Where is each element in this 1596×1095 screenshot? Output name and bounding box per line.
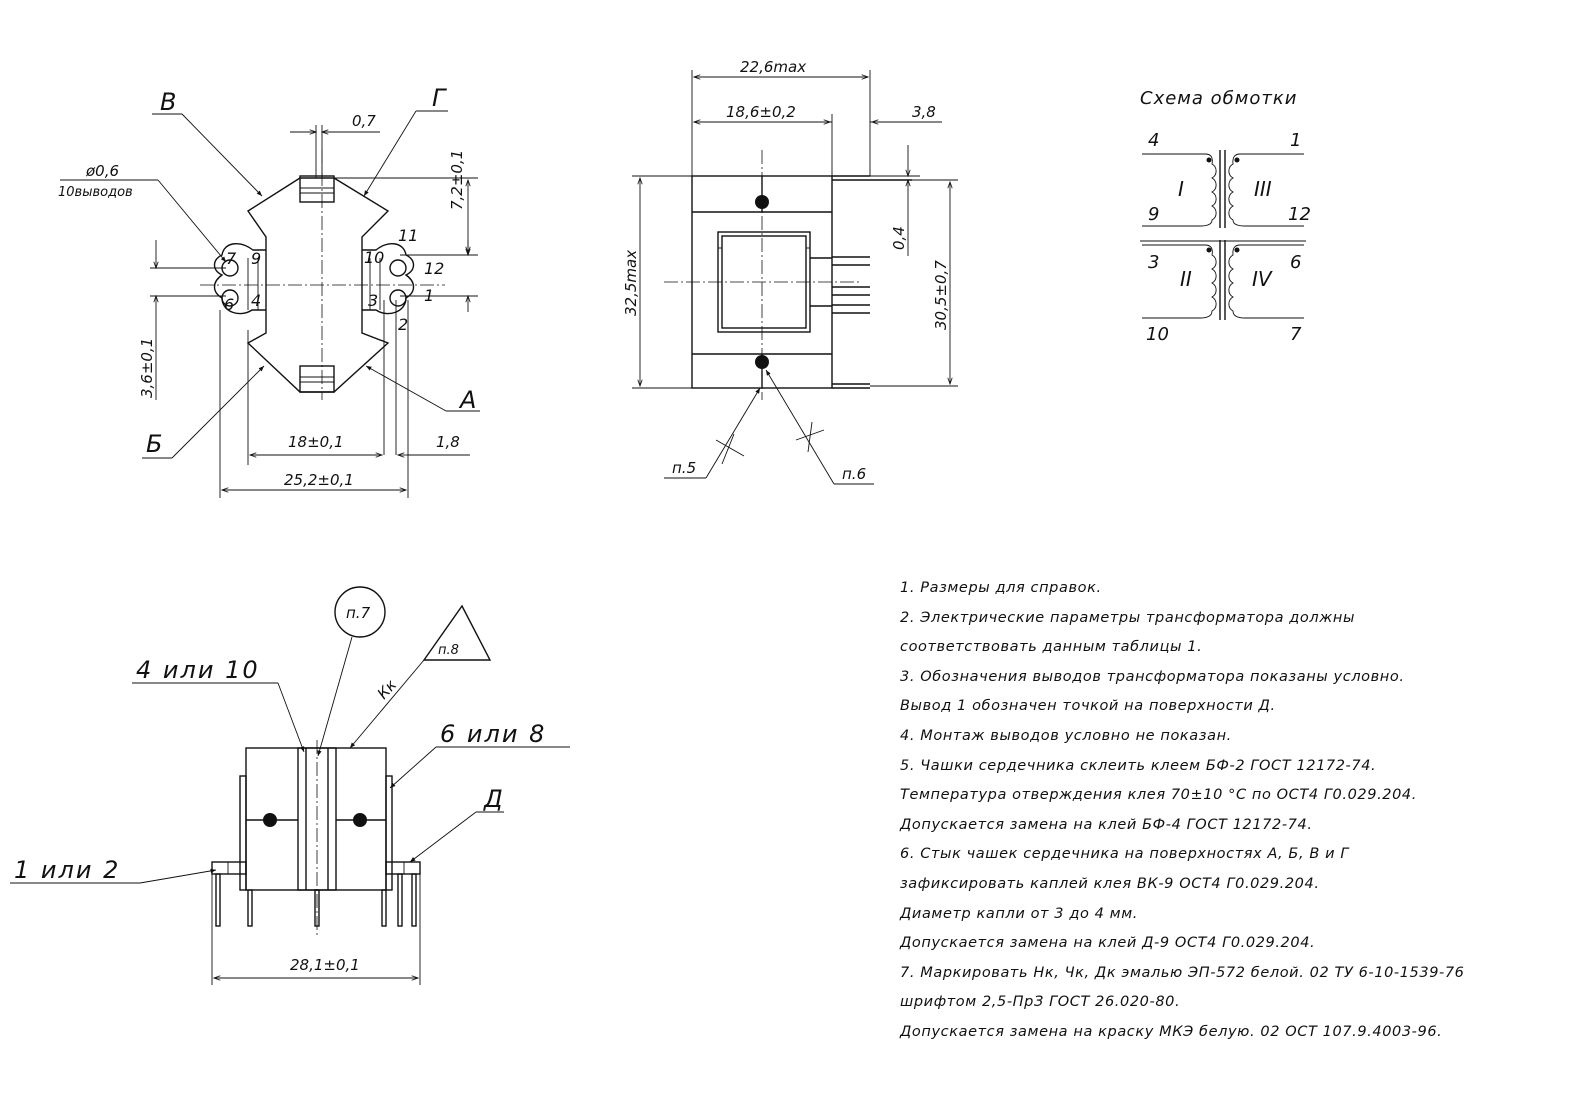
note-line: шрифтом 2,5-ПрЗ ГОСТ 26.020-80. [900,994,1181,1011]
label-a: А [458,386,476,414]
dim-28-1: 28,1±0,1 [290,956,360,974]
pin-label-10: 10 [364,248,384,267]
dim-32-5: 32,5max [622,250,640,316]
sch-pin-9: 9 [1148,204,1159,225]
dim-18-6: 18,6±0,2 [726,103,796,121]
ref-p7: п.7 [346,604,371,622]
pin-label-9: 9 [251,249,261,268]
note-line: Температура отверждения клея 70±10 °С по… [900,787,1417,804]
sch-pin-7: 7 [1290,324,1302,345]
dim-25-2: 25,2±0,1 [284,471,354,489]
pin-label-11: 11 [398,226,418,245]
pin-label-2: 2 [398,315,408,334]
dim-0-4: 0,4 [890,226,908,250]
sch-pin-6: 6 [1290,252,1301,273]
note-line: Допускается замена на краску МКЭ белую. … [900,1023,1443,1040]
label-b: Б [146,430,162,458]
note-line: Диаметр капли от 3 до 4 мм. [900,905,1138,922]
note-line: 7. Маркировать Нк, Чк, Дк эмалью ЭП-572 … [900,964,1465,981]
ref-p8: п.8 [438,643,459,658]
sch-pin-3: 3 [1148,252,1159,273]
note-line: Допускается замена на клей БФ-4 ГОСТ 121… [900,816,1313,833]
note-line: соответствовать данным таблицы 1. [900,639,1203,656]
pin-label-12: 12 [424,259,444,278]
label-4-or-10: 4 или 10 [136,656,260,684]
dim-22-6: 22,6max [740,58,806,76]
dim-18: 18±0,1 [288,433,344,451]
dim-0-7: 0,7 [352,112,376,130]
sch-pin-4: 4 [1148,130,1159,151]
pin-label-6: 6 [224,295,234,314]
pin-label-3: 3 [368,291,378,310]
sch-winding-4: IV [1252,267,1273,291]
note-line: Допускается замена на клей Д-9 ОСТ4 Г0.0… [900,935,1316,952]
note-line: зафиксировать каплей клея ВК-9 ОСТ4 Г0.0… [900,875,1320,892]
sch-winding-3: III [1254,177,1272,201]
dim-30-5: 30,5±0,7 [932,260,950,330]
label-v: В [160,88,176,116]
dim-7-2: 7,2±0,1 [448,150,466,210]
label-1-or-2: 1 или 2 [14,856,120,884]
note-line: 1. Размеры для справок. [900,580,1102,596]
technical-notes: 1. Размеры для справок. 2. Электрические… [900,578,1580,1052]
label-kk: Кк [374,676,401,703]
note-line: 3. Обозначения выводов трансформатора по… [900,668,1405,685]
pin-label-4: 4 [251,291,261,310]
side-view: 22,6max 18,6±0,2 3,8 0,4 32,5max 30,5±0,… [622,58,958,485]
note-line: Вывод 1 обозначен точкой на поверхности … [900,698,1276,715]
sch-winding-2: II [1180,267,1192,291]
front-view: п.7 п.8 Кк 4 или 10 6 или 8 1 или 2 Д 28… [10,586,570,985]
winding-schematic: Схема обмотки 4 1 I III 9 12 3 6 II IV 1… [1140,88,1311,345]
label-g: Г [432,84,447,112]
note-line: 5. Чашки сердечника склеить клеем БФ-2 Г… [900,757,1377,774]
pin-label-1: 1 [424,286,434,305]
dim-pin-diameter: ø0,6 [85,162,119,180]
note-line: 4. Монтаж выводов условно не показан. [900,727,1232,744]
note-line: 2. Электрические параметры трансформатор… [900,609,1356,626]
note-line: 6. Стык чашек сердечника на поверхностях… [900,846,1350,863]
top-view: 0,7 7,2±0,1 3,6±0,1 ø0,6 10выводов В Г Б [58,84,480,498]
sch-pin-1: 1 [1290,130,1301,151]
sch-winding-1: I [1178,177,1184,201]
dim-3-8: 3,8 [912,103,936,121]
ref-p6: п.6 [842,465,866,483]
dim-1-8: 1,8 [436,433,460,451]
dim-3-6: 3,6±0,1 [138,338,156,398]
dim-pin-count: 10выводов [58,185,133,200]
sch-pin-12: 12 [1288,204,1311,225]
schematic-title: Схема обмотки [1140,88,1297,109]
label-d: Д [483,785,503,813]
pin-label-7: 7 [226,249,237,268]
sch-pin-10: 10 [1146,324,1169,345]
ref-p5: п.5 [672,459,696,477]
label-6-or-8: 6 или 8 [440,720,546,748]
